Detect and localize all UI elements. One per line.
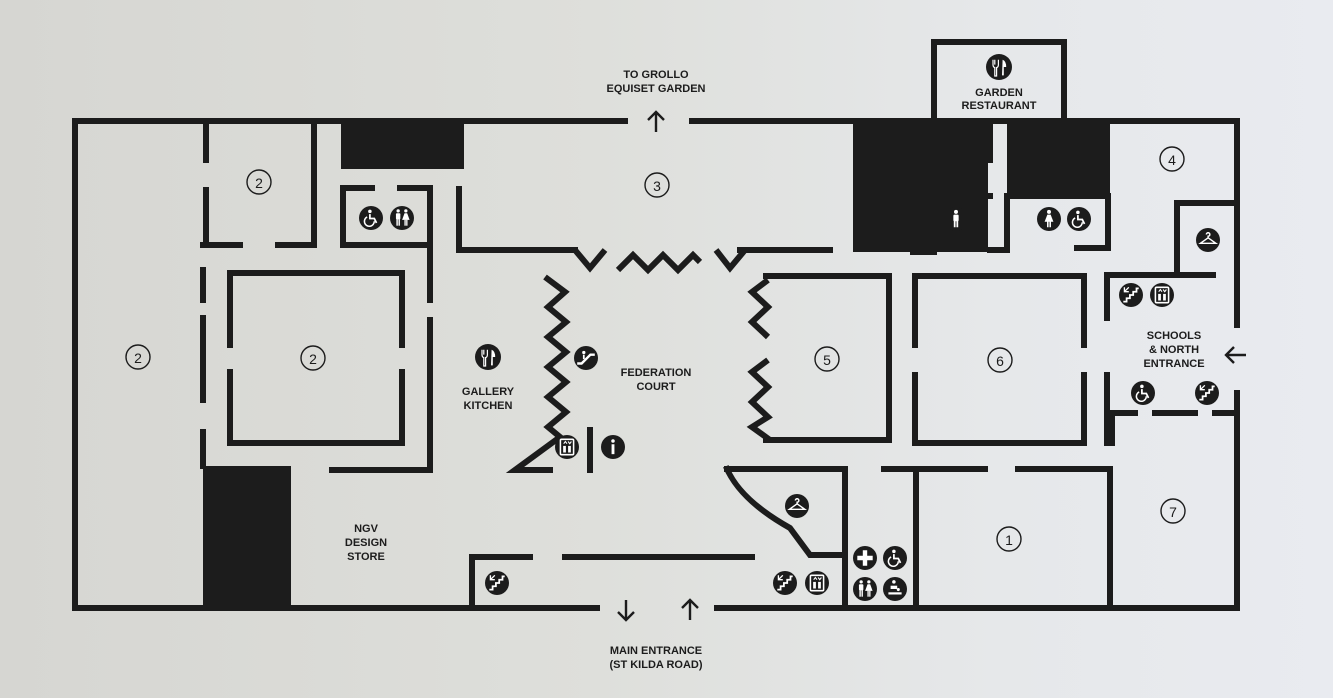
accessible-icon [359, 206, 383, 230]
accessible-icon [883, 546, 907, 570]
cutlery-icon [475, 344, 501, 370]
lift-icon [1150, 283, 1174, 307]
arrows [617, 110, 1246, 622]
room-number-1: 1 [996, 526, 1022, 552]
arrow-left-schools [1224, 346, 1246, 364]
store-label-line2: DESIGN [345, 537, 387, 549]
lift-icon [555, 435, 579, 459]
svg-text:4: 4 [1168, 152, 1176, 168]
accessible-icon [1067, 207, 1091, 231]
walls [72, 39, 1240, 611]
cloakroom-icon [785, 494, 809, 518]
block-top-right-b [1007, 121, 1110, 196]
svg-text:2: 2 [134, 350, 142, 366]
male-toilet-icon [944, 207, 968, 231]
stairs-icon [773, 571, 797, 595]
dark-blocks [203, 121, 1110, 608]
room-numbers: 2 2 2 3 4 5 6 1 7 [125, 146, 1186, 552]
svg-text:7: 7 [1169, 504, 1177, 520]
toilets-icon [390, 206, 414, 230]
garden-label-line2: EQUISET GARDEN [606, 83, 705, 95]
svg-text:6: 6 [996, 353, 1004, 369]
lift-icon [805, 571, 829, 595]
court-label-line1: FEDERATION [621, 367, 692, 379]
schools-label-line1: SCHOOLS [1147, 330, 1201, 342]
schools-label-line3: ENTRANCE [1143, 358, 1204, 370]
room-number-7: 7 [1160, 498, 1186, 524]
room-number-far-left: 2 [125, 344, 151, 370]
baby-change-icon [883, 577, 907, 601]
cutlery-icon [986, 54, 1012, 80]
accessible-icon [1131, 381, 1155, 405]
labels: TO GROLLO EQUISET GARDEN GARDEN RESTAURA… [345, 69, 1205, 671]
room-number-4: 4 [1159, 146, 1185, 172]
escalator-icon [574, 346, 598, 370]
court-label-line2: COURT [636, 381, 675, 393]
restaurant-label-line2: RESTAURANT [962, 100, 1037, 112]
garden-label-line1: TO GROLLO [623, 69, 689, 81]
federation-court-zigzags [505, 248, 773, 473]
cloakroom-icon [1196, 228, 1220, 252]
information-icon [601, 435, 625, 459]
block-top-right-a [853, 121, 988, 252]
first-aid-icon [853, 546, 877, 570]
kitchen-label-line1: GALLERY [462, 386, 515, 398]
schools-label-line2: & NORTH [1149, 344, 1199, 356]
toilets-icon [853, 577, 877, 601]
room-number-top-left: 2 [246, 169, 272, 195]
kitchen-label-line2: KITCHEN [464, 400, 513, 412]
svg-text:2: 2 [255, 175, 263, 191]
main-entrance-label-line1: MAIN ENTRANCE [610, 645, 702, 657]
restaurant-label-line1: GARDEN [975, 87, 1023, 99]
room-number-inner-left: 2 [300, 345, 326, 371]
stairs-icon [1119, 283, 1143, 307]
female-toilet-icon [1037, 207, 1061, 231]
main-entrance-label-line2: (ST KILDA ROAD) [609, 659, 702, 671]
room-number-3: 3 [644, 172, 670, 198]
store-label-line3: STORE [347, 551, 385, 563]
icons [359, 54, 1220, 601]
stairs-icon [485, 571, 509, 595]
svg-text:5: 5 [823, 352, 831, 368]
arrow-down-exit [617, 600, 635, 622]
block-bottom-left [203, 466, 291, 608]
arrow-up-garden [647, 110, 665, 132]
room-number-5: 5 [814, 346, 840, 372]
svg-text:2: 2 [309, 351, 317, 367]
room-number-6: 6 [987, 347, 1013, 373]
stairs-icon [1195, 381, 1219, 405]
arrow-up-entry [681, 598, 699, 620]
store-label-line1: NGV [354, 523, 379, 535]
block-top-center-left [341, 121, 464, 169]
svg-text:1: 1 [1005, 532, 1013, 548]
svg-text:3: 3 [653, 178, 661, 194]
